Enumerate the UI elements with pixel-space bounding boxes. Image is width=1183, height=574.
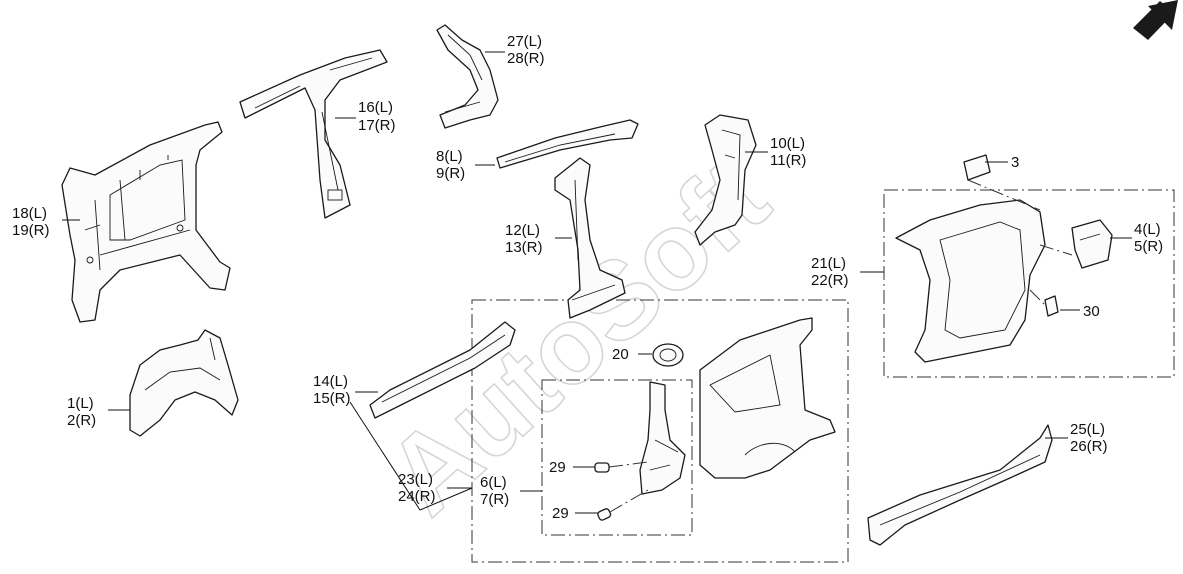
part-18-19-inner-side-frame [61,121,231,323]
label-25: 25(L) [1070,421,1105,438]
part-25-26-outer-side-sill [867,424,1053,546]
front-direction-arrow-icon [1133,0,1178,40]
label-1: 1(L) [67,395,94,412]
part-8-9-roof-side-rail [496,119,639,169]
label-10: 10(L) [770,135,805,152]
part-30-reinforcement [1044,295,1059,317]
part-3-cap [963,154,991,181]
label-27: 27(L) [507,33,542,50]
label-19: 19(R) [12,222,50,239]
part-12-13-pillar-inner [554,157,626,319]
label-16: 16(L) [358,99,393,116]
part-6-7-rear-pillar-reinforcement [639,381,686,495]
label-12: 12(L) [505,222,540,239]
label-17: 17(R) [358,117,396,134]
label-30: 30 [1083,303,1100,320]
label-24: 24(R) [398,488,436,505]
part-21-22-outer-side-panel [895,199,1046,363]
label-20: 20 [612,346,629,363]
label-22: 22(R) [811,272,849,289]
label-5: 5(R) [1134,238,1163,255]
label-28: 28(R) [507,50,545,67]
label-3: 3 [1011,154,1019,171]
part-27-28-upper-bracket [436,24,499,129]
leader-lines [62,51,1132,514]
part-labels: 18(L) 19(R) 16(L) 17(R) 27(L) 28(R) 8(L)… [12,33,1163,522]
label-4: 4(L) [1134,221,1161,238]
label-29-lower: 29 [552,505,569,522]
part-16-17-b-pillar-roof-rail [239,49,388,219]
label-23: 23(L) [398,471,433,488]
part-4-5-bracket [1071,219,1113,269]
label-14: 14(L) [313,373,348,390]
label-2: 2(R) [67,412,96,429]
group-box-outer-side [883,189,1175,378]
part-29-plug-upper [594,462,610,473]
label-29-upper: 29 [549,459,566,476]
label-8: 8(L) [436,148,463,165]
label-21: 21(L) [811,255,846,272]
part-29-plug-lower [597,508,612,521]
part-23-24-rear-quarter-outer-panel [699,317,836,479]
part-20-fuel-lid [652,343,684,367]
label-11: 11(R) [770,152,806,169]
label-7: 7(R) [480,491,509,508]
group-box-rear-pillar [541,379,693,536]
part-10-11-c-pillar-inner [694,114,757,246]
group-box-rear-quarter [471,299,849,563]
label-13: 13(R) [505,239,543,256]
label-15: 15(R) [313,390,351,407]
label-9: 9(R) [436,165,465,182]
label-18: 18(L) [12,205,47,222]
label-26: 26(R) [1070,438,1108,455]
part-1-2-rear-wheel-house [129,329,239,437]
part-14-15-side-sill-inner [369,321,516,419]
label-6: 6(L) [480,474,507,491]
